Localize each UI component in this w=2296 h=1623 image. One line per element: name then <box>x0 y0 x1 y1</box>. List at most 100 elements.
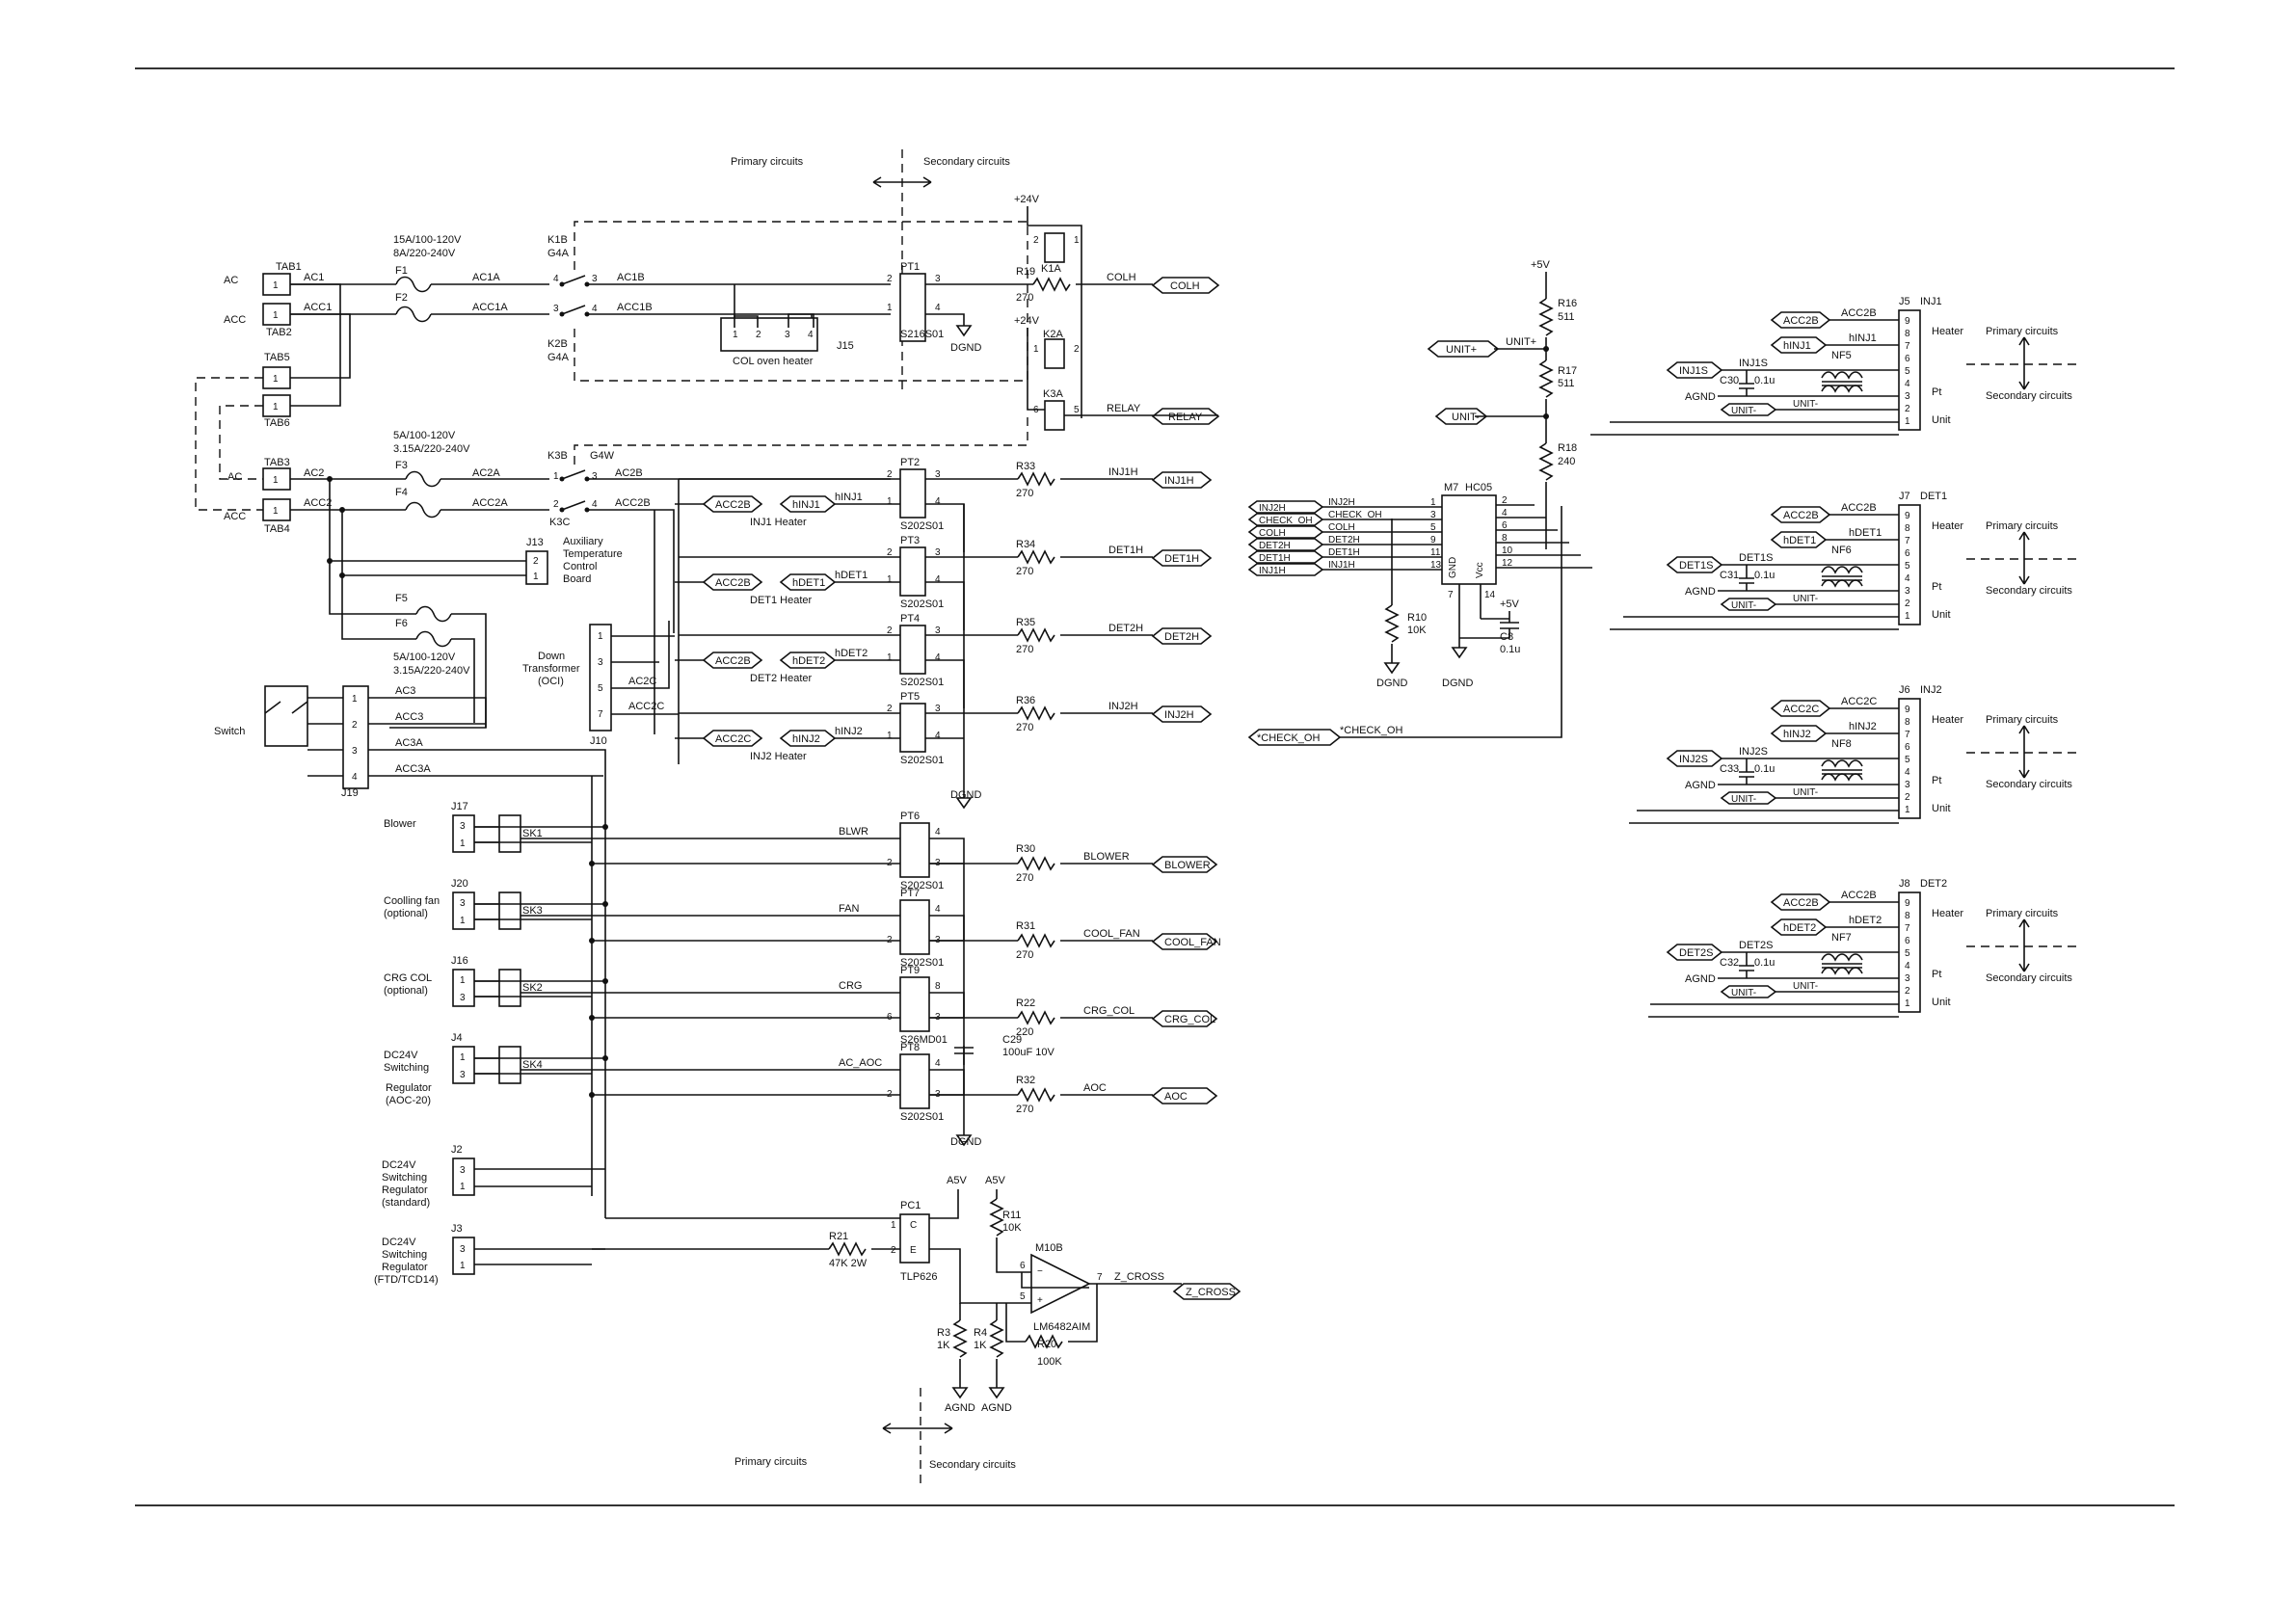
svg-text:3: 3 <box>460 1165 466 1176</box>
heater-tag: DET2H <box>1164 631 1199 643</box>
svg-text:5: 5 <box>598 683 603 694</box>
sensor-s-tag: DET1S <box>1679 560 1713 572</box>
logic-output-pin: 12 <box>1502 558 1513 569</box>
svg-text:3: 3 <box>935 274 941 284</box>
heater-r-label: R34 <box>1016 539 1035 550</box>
load-sk: SK4 <box>522 1059 543 1071</box>
load-part: S202S01 <box>900 1111 944 1123</box>
sensor-acc-net: ACC2B <box>1841 307 1877 319</box>
heater-acc-tag: ACC2B <box>715 499 751 511</box>
acc-label-1: ACC <box>224 314 246 326</box>
svg-text:1: 1 <box>733 330 738 340</box>
r18-label: R18 <box>1558 442 1577 454</box>
k3c-label: K3C <box>549 517 570 528</box>
dgnd-m7: DGND <box>1442 678 1473 689</box>
check-oh-tag: *CHECK_OH <box>1257 732 1320 744</box>
r11-value: 10K <box>1002 1222 1022 1234</box>
sensor-agnd: AGND <box>1685 973 1716 985</box>
svg-text:6: 6 <box>1020 1261 1026 1271</box>
sensor-h-tag: hINJ2 <box>1783 729 1811 740</box>
load-part: S202S01 <box>900 880 944 891</box>
load-tag: CRG_COL <box>1164 1014 1215 1025</box>
sensor-pin: 7 <box>1905 536 1910 546</box>
sensor-h-tag: hDET2 <box>1783 922 1816 934</box>
heater-pin: 4 <box>935 731 941 741</box>
load-desc-1: DC24V <box>384 1050 418 1061</box>
gnd-pin-label: GND <box>1448 557 1458 578</box>
fuse-f3: F3 <box>395 460 408 471</box>
k2b-type: G4A <box>547 352 570 363</box>
fuse34-rating-1: 5A/100-120V <box>393 430 456 441</box>
m10b-label: M10B <box>1035 1242 1063 1254</box>
svg-text:+: + <box>1037 1295 1043 1306</box>
j19-label: J19 <box>341 787 359 799</box>
unit-plus-tag: UNIT+ <box>1446 344 1477 356</box>
ac2a-net: AC2A <box>472 467 500 479</box>
heater-h-tag: hINJ1 <box>792 499 820 511</box>
heater-net: INJ1H <box>1108 466 1138 478</box>
sensor-pin: 7 <box>1905 923 1910 934</box>
logic-input-tag: DET2H <box>1259 541 1291 551</box>
sensor-pin: 8 <box>1905 911 1910 921</box>
heater-pin: 2 <box>887 704 893 714</box>
acc-label-2: ACC <box>224 511 246 522</box>
sensor-s-net: INJ1S <box>1739 358 1768 369</box>
sensor-acc-net: ACC2B <box>1841 890 1877 901</box>
logic-input-pin: 9 <box>1430 535 1436 545</box>
svg-text:1: 1 <box>273 506 279 517</box>
fuse12-rating-2: 8A/220-240V <box>393 248 456 259</box>
r18-value: 240 <box>1558 456 1575 467</box>
j4-desc-3: Regulator <box>386 1082 432 1094</box>
sensor-h-tag: hINJ1 <box>1783 340 1811 352</box>
logic-input-pin: 11 <box>1430 547 1441 558</box>
load-j-label: J16 <box>451 955 468 967</box>
svg-text:7: 7 <box>598 709 603 720</box>
sensor-unit-tag: UNIT- <box>1731 988 1756 998</box>
logic-output-pin: 2 <box>1502 495 1508 506</box>
fuse-f1: F1 <box>395 265 408 277</box>
sensor-heater: Heater <box>1932 908 1963 919</box>
svg-text:3: 3 <box>785 330 790 340</box>
svg-text:1: 1 <box>273 280 279 291</box>
load-j-label: J4 <box>451 1032 463 1044</box>
sensor-agnd: AGND <box>1685 586 1716 598</box>
sensor-heater: Heater <box>1932 714 1963 726</box>
svg-text:2: 2 <box>533 556 539 567</box>
svg-text:4: 4 <box>935 303 941 313</box>
j13-desc-4: Board <box>563 573 591 585</box>
heater-pin: 1 <box>887 652 893 663</box>
j2-label: J2 <box>451 1144 463 1156</box>
sensor-pt: Pt <box>1932 386 1941 398</box>
logic-input-net: INJ1H <box>1328 560 1355 571</box>
sensor-pin: 7 <box>1905 730 1910 740</box>
r19-label: R19 <box>1016 266 1035 278</box>
sensor-h-net: hINJ1 <box>1849 333 1877 344</box>
sensor-pin: 5 <box>1905 561 1910 572</box>
agnd-2: AGND <box>981 1402 1012 1414</box>
load-sig: COOL_FAN <box>1083 928 1140 940</box>
acc1-net: ACC1 <box>304 302 332 313</box>
load-j-label: J17 <box>451 801 468 812</box>
col-heater-section: PT1 21 34 S216S01 R19 270 COLH COLH DGND… <box>720 261 1219 367</box>
heater-pin: 4 <box>935 652 941 663</box>
sensor-pin: 2 <box>1905 986 1910 997</box>
heater-pin: 3 <box>935 547 941 558</box>
heater-net: INJ2H <box>1108 701 1138 712</box>
sensor-acc-tag: ACC2B <box>1783 315 1819 327</box>
down-tr-2: Transformer <box>522 663 580 675</box>
heater-r-label: R33 <box>1016 461 1035 472</box>
load-desc-2: (optional) <box>384 985 428 997</box>
ac2c-net: AC2C <box>628 676 656 687</box>
pt1-dgnd: DGND <box>950 342 981 354</box>
unit-plus-net: UNIT+ <box>1506 336 1536 348</box>
r10-value: 10K <box>1407 625 1427 636</box>
k3a-label: K3A <box>1043 388 1063 400</box>
logic-input-pin: 3 <box>1430 510 1436 520</box>
heater-name: INJ1 Heater <box>750 517 807 528</box>
k1a-label: K1A <box>1041 263 1061 275</box>
load-r-label: R30 <box>1016 843 1035 855</box>
load-pin: 8 <box>935 981 941 992</box>
